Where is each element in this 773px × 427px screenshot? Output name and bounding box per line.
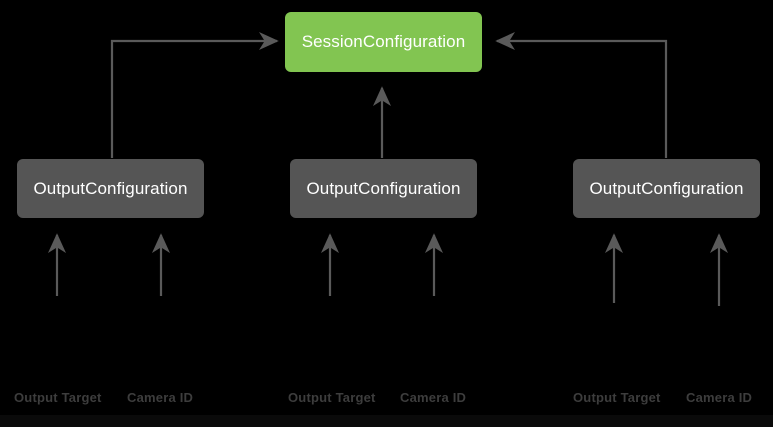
leaf-camera-id-2: Camera ID <box>400 390 467 405</box>
leaf-output-target-2: Output Target <box>288 390 376 405</box>
leaf-camera-id-3: Camera ID <box>686 390 753 405</box>
node-output-configuration-3[interactable]: OutputConfiguration <box>573 159 760 218</box>
footer-strip <box>0 415 773 427</box>
leaf-camera-id-1: Camera ID <box>127 390 194 405</box>
leaf-output-target-1: Output Target <box>14 390 102 405</box>
connector-output3-to-session <box>495 31 668 158</box>
connector-output1-to-session <box>110 31 279 158</box>
node-output-configuration-1[interactable]: OutputConfiguration <box>17 159 204 218</box>
leaf-output-target-3: Output Target <box>573 390 661 405</box>
node-session-configuration[interactable]: SessionConfiguration <box>285 12 482 72</box>
node-output-configuration-2[interactable]: OutputConfiguration <box>290 159 477 218</box>
